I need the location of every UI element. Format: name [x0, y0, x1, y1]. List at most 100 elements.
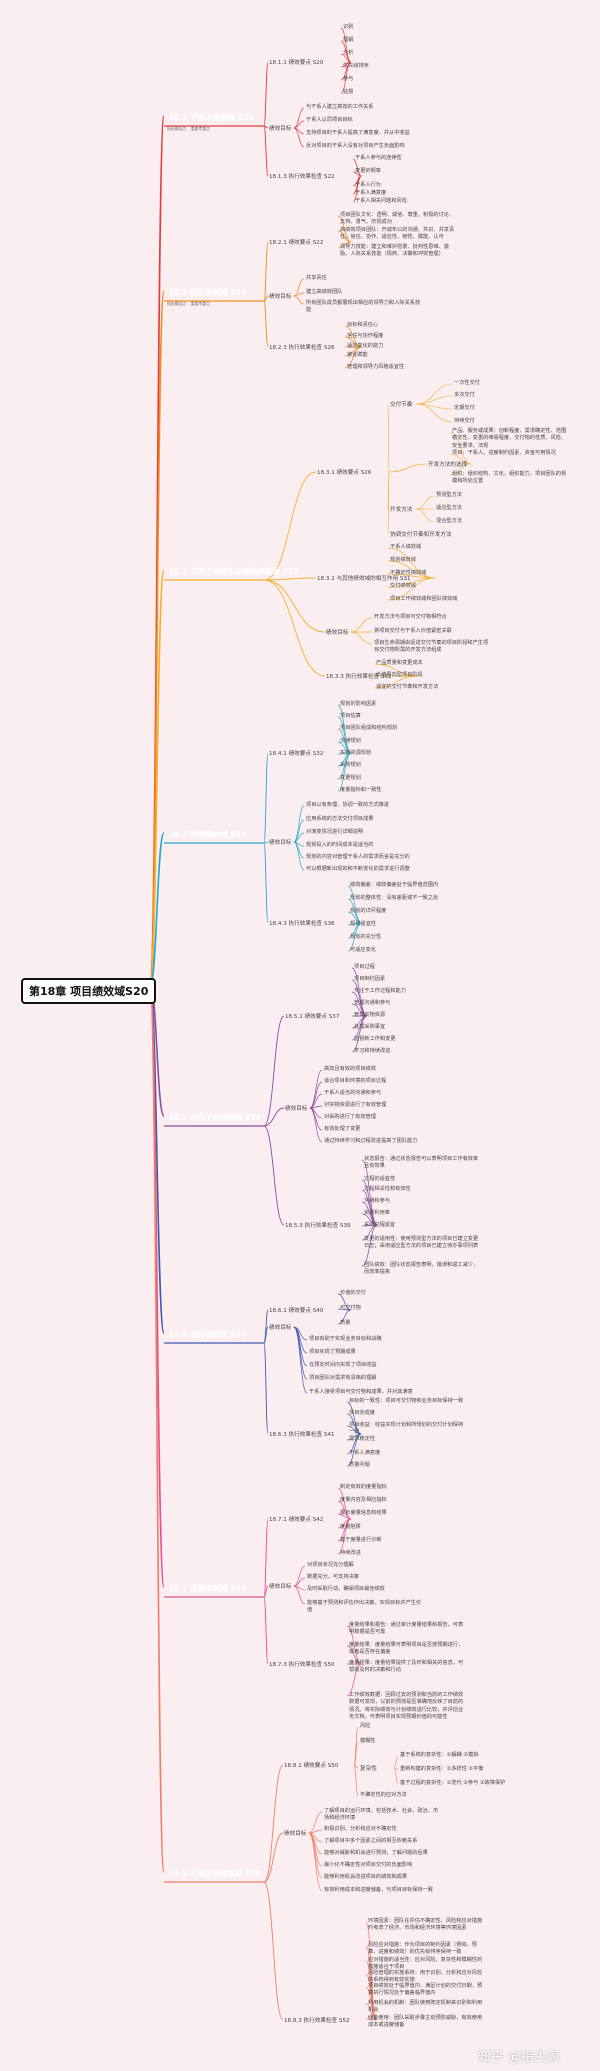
leaf-s1c-2: 干系人行为 — [355, 182, 381, 188]
leaf-s4c-5: 可适应变化 — [350, 947, 376, 953]
leaf-s7c-2: 度量结果：度量结果提供了及时和相关的信息，可帮助及时的决策和行动 — [349, 1660, 464, 1674]
leaf-s4b-0: 项目以有条理、协调一致的方式推进 — [306, 802, 390, 808]
leaf-s7c-0: 度量结果和报告：通过审计度量结果和报告，可表明数据是否可靠 — [349, 1622, 464, 1636]
leaf-s5b-6: 通过持续学习和过程改进提高了团队能力 — [324, 1138, 418, 1144]
group-g4: 协调交付节奏和开发方法 — [390, 532, 452, 538]
leaf-cx-2: 基于过程的复杂性：①迭代 ②参与 ③故障保护 — [400, 1780, 506, 1786]
leaf-s7c-3: 工作绩效数据：回顾过去的预测和当前的工作绩效数据可发现，以前的预测是否准确地反映… — [349, 1692, 464, 1720]
leaf-s5c-0: 状态报告：通过状态报告可以表明项目工作有效率且有效果 — [364, 1156, 479, 1170]
leaf-s5a-4: 管理实物资源 — [354, 1012, 386, 1018]
leaf-s4b-4: 规划的内容对管理干系人的需求而言是充分的 — [306, 854, 410, 860]
leaf-s6c-0: 目标的一致性：项目可交付物和业务目标保持一致 — [349, 1398, 464, 1404]
leaf-s4c-4: 规划的充分性 — [350, 934, 382, 940]
leaf-s3b-3: 交付绩效域 — [390, 583, 416, 589]
leaf-s1c-0: 干系人参与的连续性 — [355, 155, 402, 161]
leaf-s3c-0: 开发方法与项目可交付物相符合 — [374, 614, 447, 620]
leaf-s2b-2: 所有团队成员都展现出相应的领导力和人际关系技能 — [306, 300, 421, 314]
leaf-g1-3: 持续交付 — [454, 418, 475, 424]
sub-node-s2c: 18.2.3 执行效果检查 S26 — [269, 345, 335, 351]
leaf-s7a-5: 持续改进 — [340, 1550, 361, 1556]
leaf-g3-1: 适应型方法 — [436, 505, 462, 511]
sub-node-s6a: 18.6.1 绩效要点 S40 — [269, 1308, 324, 1314]
leaf-risk: 风险 — [360, 1723, 371, 1729]
leaf-s4a-2: 项目团队组成和结构规划 — [340, 725, 398, 731]
leaf-s4a-3: 沟通规划 — [340, 738, 361, 744]
leaf-s5c-7: 团队绩效：团队状态报告表明，错误和返工减少，而效率提高 — [364, 1262, 479, 1276]
leaf-s1b-1: 干系人认同项目目标 — [306, 117, 353, 123]
leaf-s7a-0: 制定有效的度量指标 — [340, 1484, 387, 1490]
leaf-s2b-0: 共享责任 — [306, 275, 327, 281]
leaf-s5b-5: 有效处理了变更 — [324, 1126, 361, 1132]
sub-node-s5a: 18.5.1 绩效要点 S37 — [285, 1014, 340, 1020]
leaf-s1b-2: 支持项目的干系人提高了满意度，并从中收益 — [306, 130, 410, 136]
sub-node-s5c: 18.5.3 执行效果检查 S39 — [285, 1223, 351, 1229]
leaf-s4c-0: 绩效偏差：绩效偏差处于临界值范围内 — [350, 882, 439, 888]
leaf-s2c-0: 目标和责任心 — [347, 322, 379, 328]
leaf-s8c-5: 利用机会的机制：团队使用既定机制来识别和利用机会 — [368, 2000, 483, 2014]
leaf-cx-0: 基于系统的复杂性：①解耦 ②模拟 — [400, 1752, 479, 1758]
leaf-s7a-4: 基于度量进行诊断 — [340, 1537, 382, 1543]
leaf-s8b-4: 最小化不确定性对项目交付的负面影响 — [324, 1862, 413, 1868]
leaf-s3c-2: 项目生命周期由促进交付节奏的项目阶段和产生项目交付物所需的开发方法组成 — [374, 640, 489, 654]
leaf-s2c-1: 信任与协作程度 — [347, 333, 384, 339]
leaf-g3-2: 混合型方法 — [436, 518, 462, 524]
leaf-s5a-0: 项目过程 — [354, 964, 375, 970]
leaf-s3b-4: 项目工作绩效域和团队绩效域 — [390, 596, 458, 602]
sub-node-s8b: 绩效目标 — [284, 1831, 307, 1837]
section-s4: 18.4 规划绩效域 S32 — [164, 826, 269, 843]
leaf-s7b-1: 数据充分，可支持决策 — [307, 1574, 359, 1580]
leaf-s2a-2: 领导力技能：建立和维护愿景、批判性思维、激励、人际关系技能（情商、决策和冲突管理… — [340, 244, 449, 258]
group-cx: 复杂性 — [360, 1766, 377, 1772]
leaf-s6c-1: 项目完成度 — [349, 1410, 375, 1416]
sub-node-s5b: 绩效目标 — [285, 1106, 308, 1112]
root-node: 第18章 项目绩效域S20 — [21, 978, 157, 1004]
leaf-s7a-1: 度量内容及相应指标 — [340, 1497, 387, 1503]
leaf-s1a-1: 理解 — [343, 37, 354, 43]
leaf-s2a-1: 高绩效项目团队：开诚布公的沟通、共识、共享责任、信任、协作、适应性、韧性、赋能、… — [340, 227, 455, 241]
sub-node-s7b: 绩效目标 — [269, 1584, 292, 1590]
section-title: 18.7 度量绩效域 S42 — [169, 1584, 247, 1593]
leaf-s5b-2: 干系人适当的沟通和参与 — [324, 1090, 382, 1096]
leaf-s8b-2: 了解项目中多个因素之间的相互依赖关系 — [324, 1838, 418, 1844]
sub-node-s3b: 18.3.2 与其他绩效域的相互作用 S31 — [317, 576, 411, 582]
leaf-s1a-2: 分析 — [343, 50, 354, 56]
sub-node-s3d: 18.3.3 执行效果检查 S32 — [326, 674, 392, 680]
leaf-s8c-2: 应对措施的适当性：应对风险、复杂性和模糊性的措施适合于项目 — [368, 1957, 483, 1971]
leaf-s4c-2: 规划的详尽程度 — [350, 908, 387, 914]
sub-node-s6b: 绩效目标 — [269, 1325, 292, 1331]
leaf-s1c-4: 干系人相关问题和风险 — [355, 198, 407, 204]
leaf-s5a-6: 监督新工作和变更 — [354, 1036, 396, 1042]
leaf-s5c-2: 过程相关性和有效性 — [364, 1186, 411, 1192]
leaf-s5c-1: 过程的适宜性 — [364, 1176, 396, 1182]
sub-node-s7a: 18.7.1 绩效要点 S42 — [269, 1517, 324, 1523]
leaf-s6a-1: 可交付物 — [340, 1305, 361, 1311]
leaf-s8b-0: 了解项目的运行环境，包括技术、社会、政治、市场和经济环境 — [324, 1808, 439, 1822]
leaf-s6b-3: 项目团队对需求有清晰的理解 — [309, 1375, 377, 1381]
leaf-s5c-6: 变更的适用性：使用预测型方法的项目已建立变更日志；采用适应型方法的项目已建立待办… — [364, 1236, 479, 1250]
leaf-s2c-3: 彼此赋能 — [347, 352, 368, 358]
leaf-s7b-2: 及时采取行动，确保项目最佳绩效 — [307, 1586, 385, 1592]
leaf-s5c-5: 采购过程适宜 — [364, 1222, 396, 1228]
leaf-s8b-3: 能够对威胁和机会进行预测，了解问题的后果 — [324, 1850, 428, 1856]
leaf-s1a-0: 识别 — [343, 24, 354, 30]
leaf-s4b-5: 可以根据新出现的和不断变化的需求进行调整 — [306, 866, 410, 872]
leaf-s4c-1: 规划的整体性：没有差距或不一致之处 — [350, 895, 439, 901]
section-s1: 18.1 干系人绩效域 S20 指出概念点 重要考重点 — [164, 109, 269, 131]
leaf-s3c-1: 将项目交付与干系人价值紧密关联 — [374, 628, 452, 634]
leaf-s1b-3: 反对项目的干系人没有对项目产生负面影响 — [306, 143, 405, 149]
leaf-s5b-3: 对实物资源进行了有效管理 — [324, 1102, 387, 1108]
leaf-s5a-7: 学习和持续改进 — [354, 1048, 391, 1054]
section-title: 18.6 交付绩效域 S39 — [169, 1330, 247, 1339]
leaf-s5b-1: 适合项目和环境的项目过程 — [324, 1078, 387, 1084]
leaf-s4b-2: 对演变情况进行详细说明 — [306, 829, 364, 835]
section-title: 18.2 团队绩效域 S22 — [169, 288, 247, 297]
leaf-s4a-4: 实物资源规划 — [340, 750, 372, 756]
leaf-s1b-0: 与干系人建立高效的工作关系 — [306, 104, 374, 110]
leaf-s8c-3: 风险管理的实施系统：用于识别、分析和应对风险的系统得到有效实施 — [368, 1970, 483, 1984]
leaf-s1a-4: 参与 — [343, 76, 354, 82]
leaf-s4a-6: 变更规划 — [340, 775, 361, 781]
group-g1: 交付节奏 — [390, 402, 413, 408]
leaf-s6a-0: 价值的交付 — [340, 1290, 366, 1296]
leaf-s3d-0: 产品质量和变更成本 — [376, 660, 423, 666]
group-g3: 开发方法 — [390, 507, 413, 513]
